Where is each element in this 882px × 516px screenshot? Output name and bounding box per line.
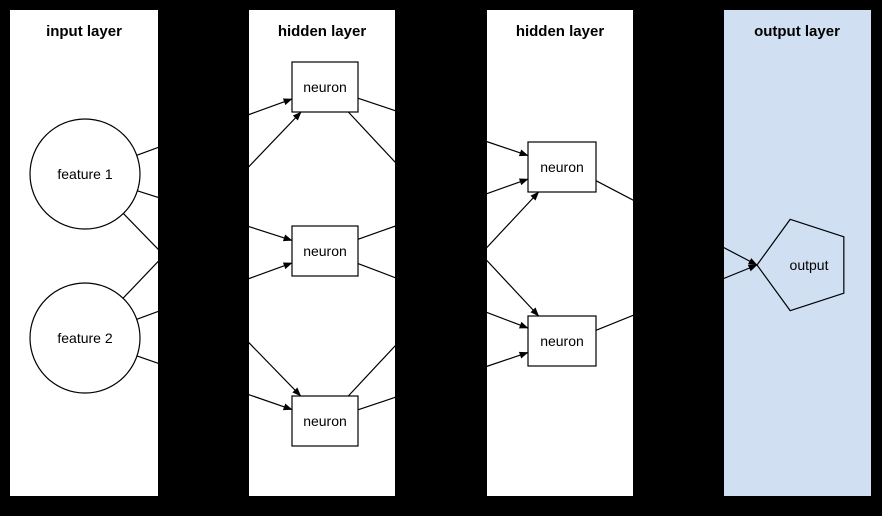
panel-hidden-layer-2 [487, 10, 633, 496]
edge-head [249, 225, 293, 242]
node-label: neuron [303, 413, 347, 429]
layer-titles: input layer hidden layer hidden layer outpu… [46, 23, 840, 40]
rect-shape [527, 141, 597, 193]
edge-head [487, 191, 540, 249]
rect-shape [527, 315, 597, 367]
connection-edges [122, 97, 758, 411]
node-hidden1-neuron-3[interactable]: neuron [291, 395, 359, 447]
circle-shape [29, 282, 141, 394]
edge-tail [595, 180, 633, 201]
edge-tail [357, 262, 395, 279]
rect-shape [291, 395, 359, 447]
node-hidden2-neuron-1[interactable]: neuron [527, 141, 597, 193]
rect-shape [291, 61, 359, 113]
title-hidden-layer-1: hidden layer [278, 23, 367, 40]
edge-head [249, 262, 293, 280]
node-label: neuron [540, 159, 584, 175]
network-nodes: feature 1 feature 2 neuron neuron neuron neur… [29, 61, 845, 447]
node-feature-2[interactable]: feature 2 [29, 282, 141, 394]
node-label: neuron [303, 243, 347, 259]
edge-head [249, 341, 302, 397]
node-feature-1[interactable]: feature 1 [29, 118, 141, 230]
node-label: feature 1 [57, 166, 112, 182]
node-label: neuron [303, 79, 347, 95]
edge-head [487, 351, 529, 367]
title-output-layer: output layer [754, 23, 840, 40]
edge-head [487, 311, 529, 329]
title-hidden-layer-2: hidden layer [516, 23, 605, 40]
panel-input-layer [10, 10, 158, 496]
node-output-node[interactable]: output [756, 218, 845, 312]
edge-head [249, 98, 293, 116]
edge-tail [357, 396, 395, 411]
edge-tail [122, 260, 158, 299]
node-label: neuron [540, 333, 584, 349]
edge-head [249, 394, 293, 411]
rect-shape [291, 225, 359, 277]
edge-head [249, 111, 302, 168]
edge-head [724, 247, 758, 266]
circle-shape [29, 118, 141, 230]
edge-tail [357, 97, 395, 112]
edge-head [724, 264, 758, 280]
edge-head [487, 259, 540, 317]
edge-tail [357, 225, 395, 240]
edge-head [487, 141, 529, 157]
node-hidden2-neuron-2[interactable]: neuron [527, 315, 597, 367]
title-input-layer: input layer [46, 23, 122, 40]
node-label: feature 2 [57, 330, 112, 346]
edge-tail [595, 314, 633, 331]
node-hidden1-neuron-1[interactable]: neuron [291, 61, 359, 113]
node-hidden1-neuron-2[interactable]: neuron [291, 225, 359, 277]
edge-head [487, 178, 529, 195]
edge-tail [122, 213, 158, 250]
edge-tail [347, 111, 395, 163]
node-label: output [790, 257, 829, 273]
edge-tail [347, 345, 395, 397]
pentagon-shape [756, 218, 845, 312]
